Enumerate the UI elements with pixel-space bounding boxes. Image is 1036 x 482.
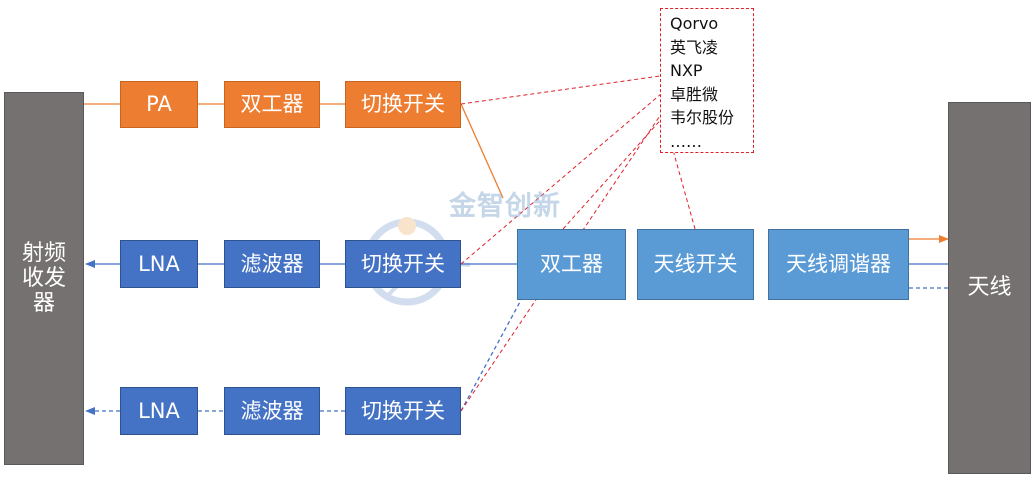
front-end-duplexer-block: 双工器 [517,229,626,300]
vendor-item: …… [670,131,702,151]
tx-duplexer-block: 双工器 [224,81,320,128]
antenna-block: 天线 [948,102,1031,474]
rx1-switch-block: 切换开关 [345,240,461,288]
rf-transceiver-label: 射频 收发 器 [21,240,66,317]
rx1-filter-block: 滤波器 [224,240,320,288]
rx2-filter-block: 滤波器 [224,387,320,435]
vendor-item: 英飞凌 [670,37,719,57]
tx-switch-block: 切换开关 [345,81,461,128]
vendor-item: 卓胜微 [670,84,719,104]
rx1-lna-block: LNA [120,240,198,288]
vendor-item: Qorvo [670,14,719,33]
pa-label: PA [146,92,172,117]
rx2-lna-block: LNA [120,387,198,435]
watermark-text: 金智创新 [449,191,561,222]
front-end-duplexer-label: 双工器 [540,252,603,277]
antenna-switch-label: 天线开关 [653,252,738,277]
vendor-item: NXP [670,61,703,80]
vendor-item: 韦尔股份 [670,108,735,127]
rx2-switch-label: 切换开关 [361,398,445,423]
rx2-lna-label: LNA [138,398,180,423]
antenna-tuner-label: 天线调谐器 [786,252,891,277]
vendor-list-box: Qorvo 英飞凌 NXP 卓胜微 韦尔股份 …… [660,8,754,153]
tx-switch-label: 切换开关 [361,92,445,117]
rx1-filter-label: 滤波器 [240,251,304,276]
pa-block: PA [120,81,198,128]
antenna-switch-block: 天线开关 [637,229,754,300]
rx-path-2-lines [85,287,948,415]
antenna-tuner-block: 天线调谐器 [768,229,909,300]
tx-duplexer-label: 双工器 [240,92,304,117]
rx1-lna-label: LNA [138,251,180,276]
rx2-filter-label: 滤波器 [240,398,304,423]
rx1-switch-label: 切换开关 [361,251,445,276]
rf-transceiver-block: 射频 收发 器 [4,92,84,465]
tx-path-lines [84,103,949,243]
rx2-switch-block: 切换开关 [345,387,461,435]
antenna-label: 天线 [967,275,1012,301]
